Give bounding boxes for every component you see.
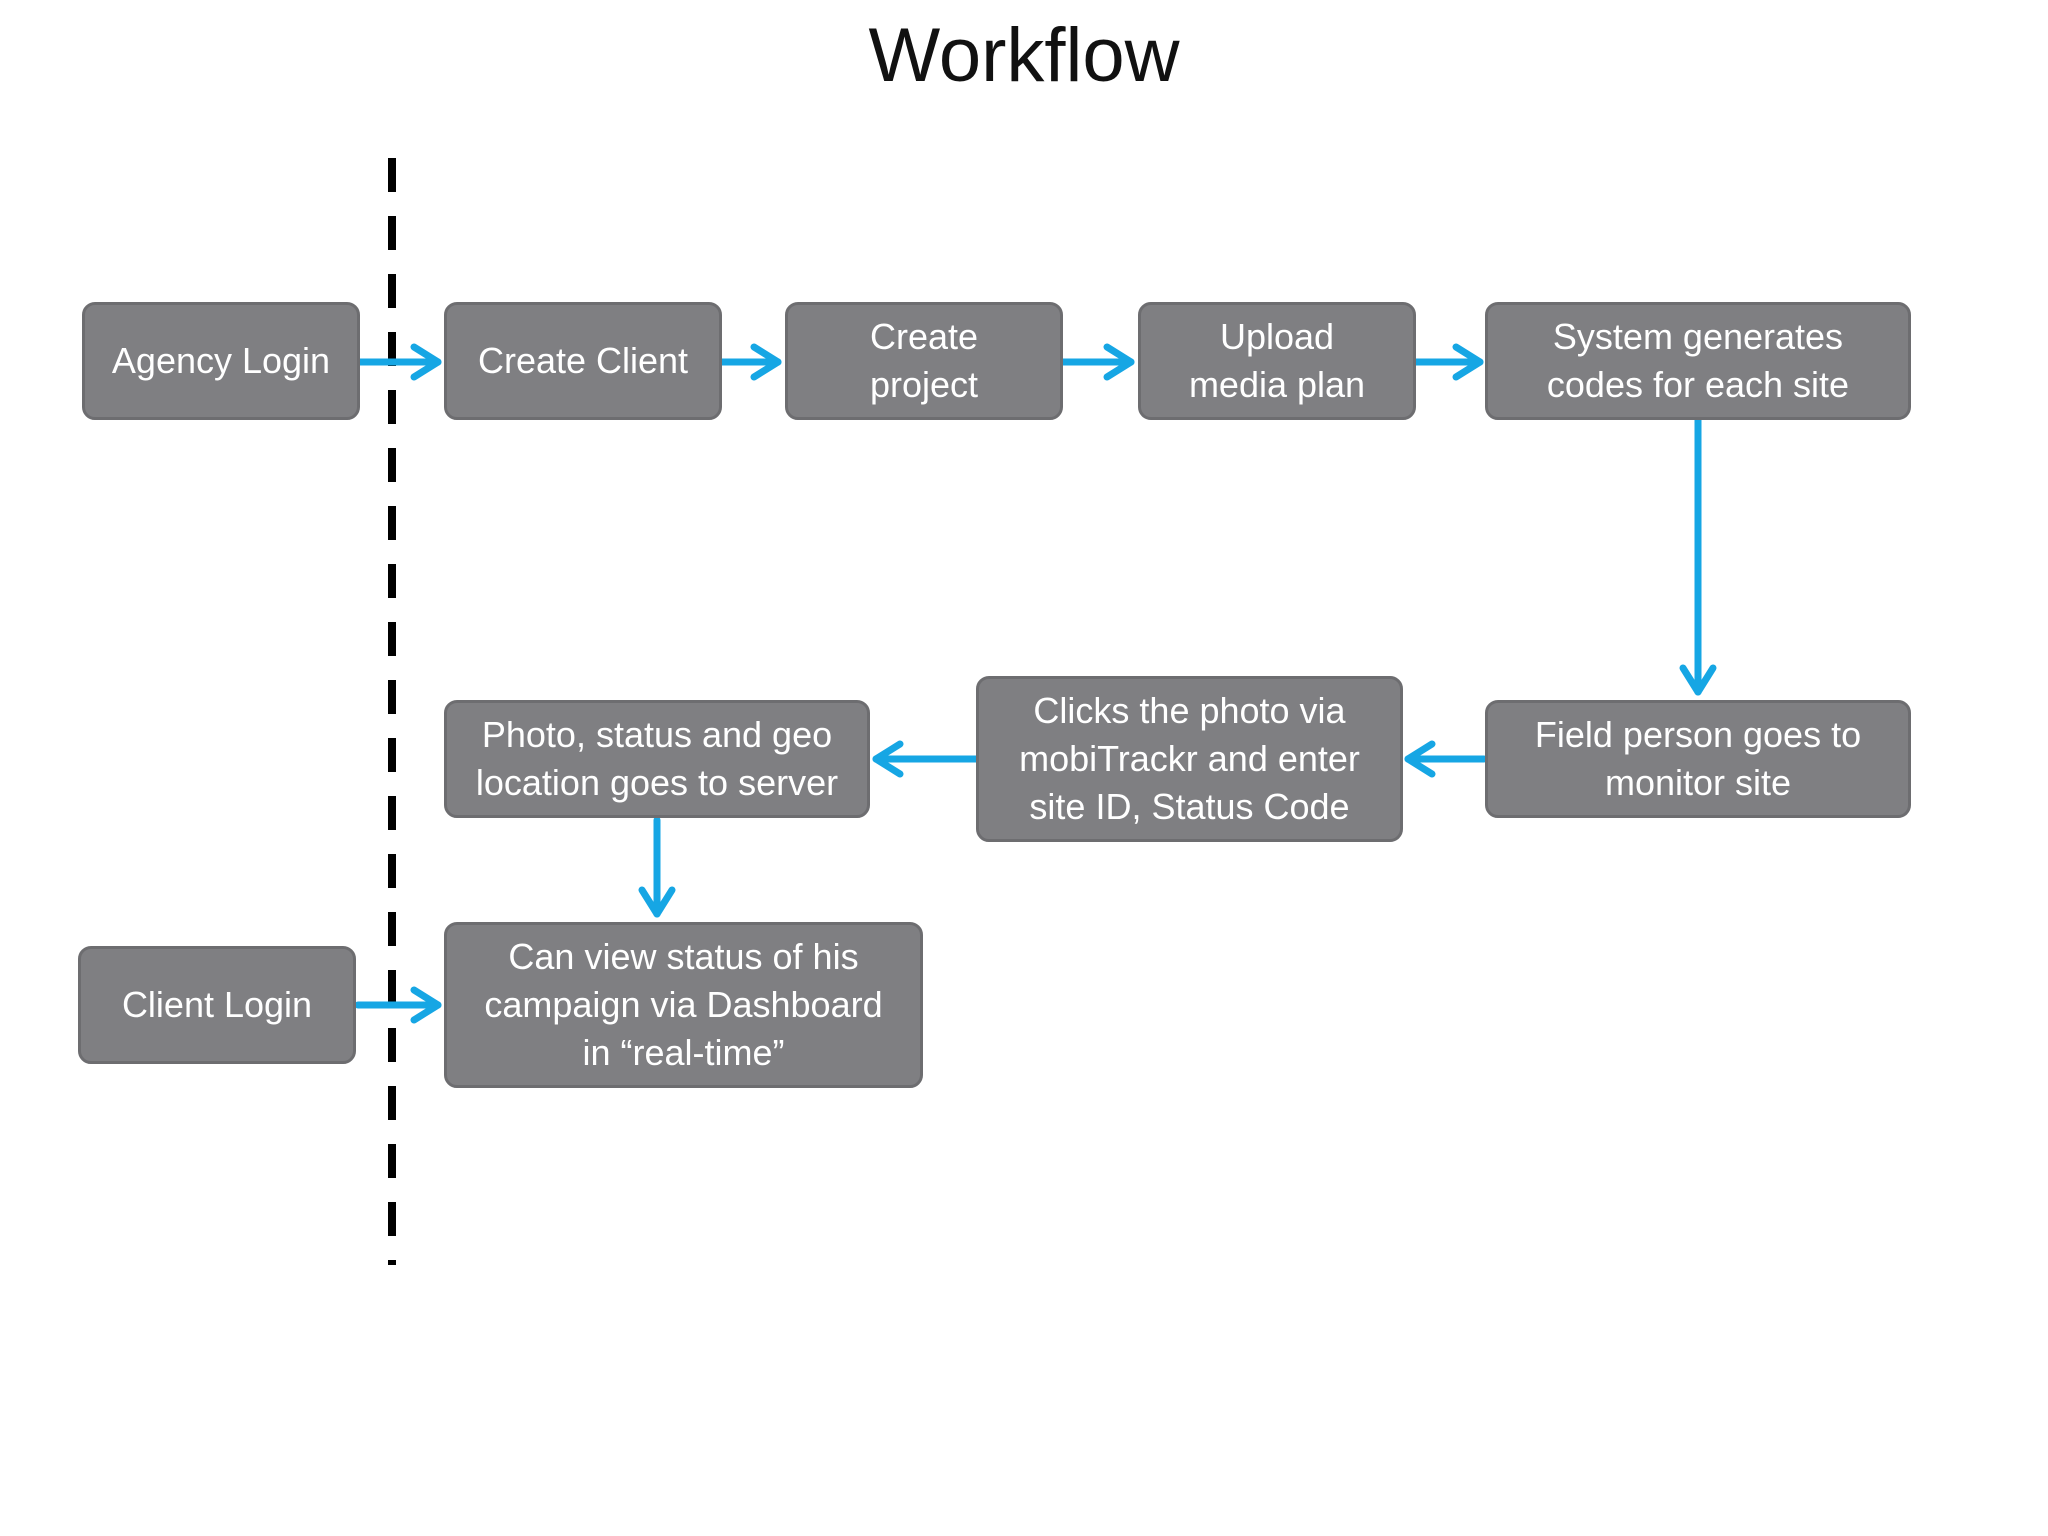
upload-media-plan-box: Upload media plan [1138,302,1416,420]
client-login-box: Client Login [78,946,356,1064]
can-view-status-box: Can view status of his campaign via Dash… [444,922,923,1088]
system-generates-codes-box: System generates codes for each site [1485,302,1911,420]
photo-status-geo-box: Photo, status and geo location goes to s… [444,700,870,818]
field-person-box: Field person goes to monitor site [1485,700,1911,818]
arrow-clicks-photo-to-photo-status [872,740,980,778]
agency-login-box: Agency Login [82,302,360,420]
arrow-client-login-to-can-view [354,986,442,1024]
arrow-create-client-to-create-project [718,343,782,381]
create-client-box: Create Client [444,302,722,420]
arrow-agency-login-to-create-client [356,343,442,381]
arrow-field-person-to-clicks-photo [1404,740,1488,778]
diagram-title: Workflow [868,13,1180,98]
arrow-system-generates-to-field-person [1679,416,1717,696]
arrow-upload-media-plan-to-system-generates [1412,343,1484,381]
create-project-box: Create project [785,302,1063,420]
arrow-create-project-to-upload-media-plan [1059,343,1135,381]
arrow-photo-status-to-can-view [638,816,676,918]
clicks-photo-box: Clicks the photo via mobiTrackr and ente… [976,676,1403,842]
